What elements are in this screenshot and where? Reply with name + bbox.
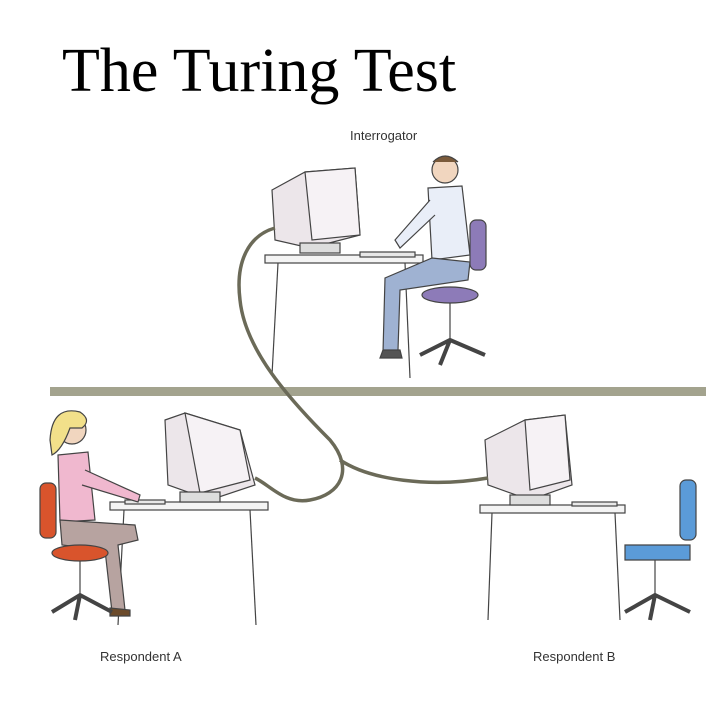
respondent-a-desk	[109, 501, 269, 626]
respondent-a-chair	[39, 482, 113, 621]
respondent-a-station	[39, 410, 269, 626]
network-cable-branch	[339, 458, 489, 485]
interrogator-person	[379, 155, 471, 359]
interrogator-monitor	[271, 167, 416, 258]
respondent-a-person	[49, 410, 141, 617]
network-cable	[237, 226, 345, 503]
interrogator-station	[264, 155, 487, 379]
respondent-a-label: Respondent A	[100, 649, 182, 664]
divider-wall	[50, 387, 706, 396]
respondent-b-label: Respondent B	[533, 649, 616, 664]
respondent-b-desk	[479, 504, 626, 621]
interrogator-chair	[419, 219, 487, 366]
slide-title: The Turing Test	[62, 37, 457, 105]
respondent-b-chair	[624, 479, 697, 621]
respondent-b-monitor	[484, 414, 618, 507]
respondent-a-monitor	[124, 412, 256, 505]
respondent-b-station	[479, 414, 697, 621]
interrogator-label: Interrogator	[350, 128, 418, 143]
